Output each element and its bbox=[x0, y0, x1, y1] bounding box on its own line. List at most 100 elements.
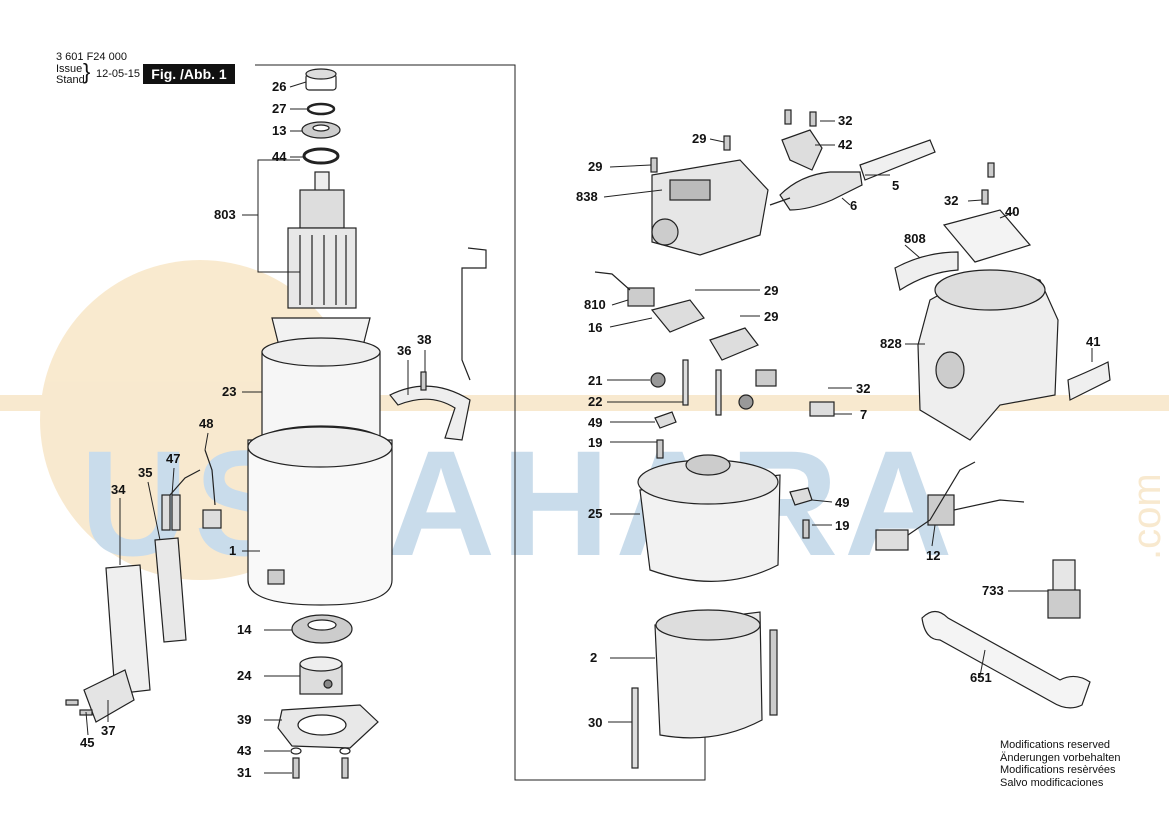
label-42: 42 bbox=[838, 137, 852, 152]
watermark-text: USTAHARA bbox=[80, 419, 959, 587]
bracket-part-42 bbox=[781, 129, 823, 171]
ring-part-44 bbox=[302, 147, 340, 165]
label-part-41 bbox=[1067, 361, 1111, 401]
label-47: 47 bbox=[166, 451, 180, 466]
label-25: 25 bbox=[588, 506, 602, 521]
label-808: 808 bbox=[904, 231, 926, 246]
housing-part-828 bbox=[917, 269, 1059, 441]
housing-part-1 bbox=[247, 426, 393, 606]
modification-notes: Modifications reserved Änderungen vorbeh… bbox=[1000, 739, 1120, 789]
label-44: 44 bbox=[272, 149, 287, 164]
label-49-a: 49 bbox=[588, 415, 602, 430]
cord-part-5 bbox=[859, 139, 936, 181]
label-733: 733 bbox=[982, 583, 1004, 598]
label-43: 43 bbox=[237, 743, 251, 758]
label-45: 45 bbox=[80, 735, 94, 750]
screw-part-32a2 bbox=[809, 111, 817, 127]
label-19-a: 19 bbox=[588, 435, 602, 450]
screw-part-29a bbox=[650, 157, 658, 173]
harness-part-12 bbox=[875, 461, 1025, 551]
part-labels: 26 27 13 44 803 23 36 38 48 47 35 34 1 1… bbox=[80, 79, 1100, 780]
flange-part-39 bbox=[277, 704, 379, 749]
label-7: 7 bbox=[860, 407, 867, 422]
label-803: 803 bbox=[214, 207, 236, 222]
label-22: 22 bbox=[588, 394, 602, 409]
label-21: 21 bbox=[588, 373, 602, 388]
stator-part-2 bbox=[654, 609, 778, 739]
label-828: 828 bbox=[880, 336, 902, 351]
fan-housing-part-25 bbox=[637, 454, 781, 582]
clip-part-36 bbox=[389, 385, 471, 441]
figure-label: Fig. /Abb. 1 bbox=[143, 64, 235, 84]
label-32-a: 32 bbox=[838, 113, 852, 128]
spring-part-22 bbox=[738, 394, 754, 410]
screw-part-29b bbox=[723, 135, 731, 151]
label-14: 14 bbox=[237, 622, 252, 637]
label-5: 5 bbox=[892, 178, 899, 193]
label-838: 838 bbox=[576, 189, 598, 204]
cap-part-26 bbox=[305, 68, 337, 91]
note-de: Änderungen vorbehalten bbox=[1000, 751, 1121, 764]
label-35: 35 bbox=[138, 465, 152, 480]
label-29-c: 29 bbox=[764, 283, 778, 298]
label-29-a: 29 bbox=[692, 131, 706, 146]
screw-part-19b bbox=[802, 519, 810, 539]
block-part-7 bbox=[809, 401, 835, 417]
label-24: 24 bbox=[237, 668, 252, 683]
nut-part-24 bbox=[299, 656, 343, 695]
board-part-35 bbox=[154, 537, 187, 643]
wire-part-48 bbox=[204, 449, 216, 506]
plug-part-48 bbox=[202, 509, 222, 529]
spring-part-21 bbox=[650, 372, 666, 388]
assembly-link-line bbox=[255, 64, 706, 781]
label-37: 37 bbox=[101, 723, 115, 738]
note-es: Salvo modificaciones bbox=[1000, 776, 1104, 789]
label-31: 31 bbox=[237, 765, 251, 780]
label-29-b: 29 bbox=[588, 159, 602, 174]
label-41: 41 bbox=[1086, 334, 1100, 349]
wrench-part-651 bbox=[921, 610, 1091, 709]
collet-part-733 bbox=[1047, 559, 1081, 619]
label-32-c: 32 bbox=[856, 381, 870, 396]
issue-label: Issue bbox=[56, 63, 83, 75]
label-651: 651 bbox=[970, 670, 992, 685]
bearing-part-14 bbox=[291, 614, 353, 644]
label-49-b: 49 bbox=[835, 495, 849, 510]
ring-part-27 bbox=[306, 102, 336, 116]
washer-part-43 bbox=[290, 747, 302, 755]
rod-part-a bbox=[682, 359, 689, 406]
screw-part-19 bbox=[656, 439, 664, 459]
label-29-d: 29 bbox=[764, 309, 778, 324]
cable-sleeve-part-6 bbox=[769, 171, 863, 211]
screw-part-31 bbox=[292, 757, 300, 779]
brush-holder-part-16 bbox=[650, 299, 705, 333]
part-number: 3 601 F24 000 bbox=[56, 51, 127, 63]
screw-part-32a bbox=[784, 109, 792, 125]
label-30: 30 bbox=[588, 715, 602, 730]
label-13: 13 bbox=[272, 123, 286, 138]
screw-part-45 bbox=[65, 699, 79, 706]
brush-holder-part-16b bbox=[709, 327, 759, 361]
screw-part-38 bbox=[420, 371, 427, 391]
washer-part-43b bbox=[339, 747, 351, 755]
label-part-808 bbox=[894, 251, 959, 291]
brush-part-810b bbox=[755, 369, 777, 387]
label-6: 6 bbox=[850, 198, 857, 213]
clip-part-49 bbox=[654, 411, 677, 429]
label-27: 27 bbox=[272, 101, 286, 116]
label-36: 36 bbox=[397, 343, 411, 358]
label-38: 38 bbox=[417, 332, 431, 347]
label-39: 39 bbox=[237, 712, 251, 727]
electronics-part-838 bbox=[651, 159, 769, 256]
label-2: 2 bbox=[590, 650, 597, 665]
issue-date: 12-05-15 bbox=[96, 68, 141, 80]
label-810: 810 bbox=[584, 297, 606, 312]
rod-part-b bbox=[715, 369, 722, 416]
label-26: 26 bbox=[272, 79, 286, 94]
label-16: 16 bbox=[588, 320, 602, 335]
label-32-b: 32 bbox=[944, 193, 958, 208]
brush-part-810 bbox=[594, 271, 655, 307]
screw-part-32b bbox=[987, 162, 995, 178]
